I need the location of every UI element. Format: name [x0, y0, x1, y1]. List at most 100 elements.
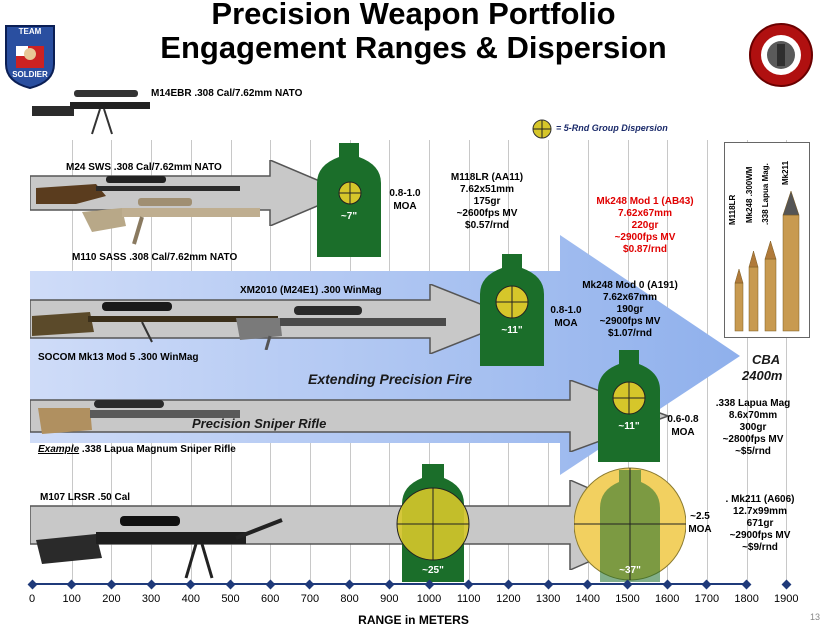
ammo-spec-line: $0.57/rnd: [465, 220, 509, 231]
target-m107-moa-unit: MOA: [688, 524, 712, 535]
axis-tick-marker: [781, 579, 792, 589]
axis-tick-label: 900: [380, 593, 399, 605]
target-xm2010-label: ~11": [501, 325, 523, 336]
ammo-spec-line: 220gr: [631, 220, 659, 231]
axis-tick-label: 1300: [535, 593, 561, 605]
ammo-spec-line: Mk248 Mod 0 (A191): [582, 280, 678, 291]
target-m24-moa-value: 0.8-1.0: [389, 188, 421, 199]
axis-tick-marker: [225, 579, 236, 589]
axis-tick-label: 600: [261, 593, 280, 605]
axis-tick-marker: [146, 579, 157, 589]
xm2010-rifle-image: [236, 306, 446, 350]
ammo-spec-line: M118LR (AA11): [450, 172, 524, 183]
ammo-spec-line: . Mk211 (A606): [725, 494, 795, 505]
axis-label: RANGE in METERS: [358, 613, 469, 627]
axis-tick-label: 1600: [654, 593, 680, 605]
cartridge-comparison: M118LR Mk248 .300WM .338 Lapua Mag. Mk21…: [724, 142, 810, 338]
axis-tick-marker: [503, 579, 514, 589]
m24-rifle-image: [36, 176, 240, 204]
ammo-spec-line: 190gr: [616, 304, 644, 315]
socom-label: SOCOM Mk13 Mod 5 .300 WinMag: [38, 352, 199, 363]
axis-tick-label: 1700: [694, 593, 720, 605]
ammo-spec-line: ~2900fps MV: [614, 232, 676, 243]
m110-label: M110 SASS .308 Cal/7.62mm NATO: [72, 252, 238, 263]
axis-tick-label: 1000: [416, 593, 442, 605]
target-m107-moa-value: ~2.5: [690, 511, 710, 522]
psr-arrow-label: Precision Sniper Rifle: [192, 416, 327, 431]
m14ebr-rifle-image: [32, 90, 150, 135]
ammo-spec-line: 175gr: [473, 196, 501, 207]
page-title: Precision Weapon Portfolio: [211, 0, 616, 31]
axis-tick-label: 700: [300, 593, 320, 605]
cba-label: CBA: [752, 352, 781, 367]
axis-tick-label: 300: [141, 593, 161, 605]
example-rest: .338 Lapua Magnum Sniper Rifle: [79, 444, 236, 455]
axis-tick-label: 200: [102, 593, 121, 605]
ammo-spec-line: $0.87/rnd: [623, 244, 667, 255]
axis-tick-marker: [106, 579, 117, 589]
ammo-spec-line: ~2900fps MV: [599, 316, 661, 327]
target-psr: [598, 350, 660, 462]
axis-tick-label: 400: [181, 593, 200, 605]
axis-tick-label: 800: [340, 593, 359, 605]
legend: = 5-Rnd Group Dispersion: [532, 119, 702, 139]
axis-tick-label: 1800: [734, 593, 759, 605]
cba-range-label: 2400m: [742, 368, 783, 383]
ammo-spec-line: Mk248 Mod 1 (AB43): [596, 196, 694, 207]
cartridge-label-m118lr: M118LR: [728, 194, 737, 225]
axis-tick-marker: [304, 579, 315, 589]
axis-tick-label: 1100: [456, 593, 481, 605]
axis-tick-label: 0: [28, 593, 36, 605]
m24-label: M24 SWS .308 Cal/7.62mm NATO: [66, 162, 222, 173]
cartridges-image: [734, 190, 800, 332]
axis-tick-marker: [741, 579, 752, 589]
target-m107-1000m-label: ~25": [422, 565, 444, 576]
cartridge-label-lapua: .338 Lapua Mag.: [761, 163, 770, 225]
ammo-spec-line: 12.7x99mm: [733, 506, 787, 517]
crosshair-icon: [532, 119, 552, 139]
axis-tick-marker: [543, 579, 554, 589]
ammo-spec-line: ~2600fps MV: [456, 208, 518, 219]
pm-soldier-weapons-logo: [748, 22, 814, 88]
left-logo-line1: TEAM: [18, 27, 42, 36]
target-m107-1500m-label: ~37": [619, 565, 641, 576]
axis-tick-label: 1200: [496, 593, 521, 605]
axis-tick-label: 1400: [575, 593, 601, 605]
axis-tick-marker: [265, 579, 276, 589]
page-number: 13: [810, 612, 821, 622]
target-xm2010-moa-value: 0.8-1.0: [550, 305, 582, 316]
page-subtitle: Engagement Ranges & Dispersion: [160, 30, 667, 65]
target-m24-label: ~7": [340, 211, 358, 222]
m110-rifle-image: [82, 198, 260, 245]
target-psr-moa-value: 0.6-0.8: [667, 414, 699, 425]
ammo-spec-line: 671gr: [746, 518, 774, 529]
axis-tick-label: 500: [221, 593, 240, 605]
cartridge-label-mk211: Mk211: [781, 160, 790, 185]
axis-tick-marker: [185, 579, 196, 589]
legend-text: = 5-Rnd Group Dispersion: [556, 123, 668, 133]
target-xm2010-moa-unit: MOA: [554, 318, 578, 329]
ammo-spec-line: .338 Lapua Mag: [715, 398, 791, 409]
xm2010-label: XM2010 (M24E1) .300 WinMag: [240, 285, 382, 296]
m107-label: M107 LRSR .50 Cal: [40, 492, 131, 503]
cartridge-label-mk248: Mk248 .300WM: [745, 166, 754, 223]
team-soldier-logo: TEAM SOLDIER: [2, 24, 58, 90]
big-arrow-label: Extending Precision Fire: [308, 371, 473, 387]
ammo-spec-line: 7.62x67mm: [603, 292, 657, 303]
ammo-spec-line: ~$9/rnd: [742, 542, 778, 553]
axis-tick-label: 1900: [774, 593, 799, 605]
axis-tick-marker: [27, 579, 37, 589]
example-label: Example .338 Lapua Magnum Sniper Rifle: [38, 444, 236, 455]
socom-rifle-image: [32, 302, 278, 343]
lapua-rifle-image: [38, 400, 240, 434]
ammo-spec-line: $1.07/rnd: [608, 328, 652, 339]
target-m107-1000m: [396, 464, 470, 582]
ammo-spec-line: ~$5/rnd: [735, 446, 771, 457]
axis-tick-marker: [66, 579, 77, 589]
m14ebr-label: M14EBR .308 Cal/7.62mm NATO: [151, 88, 303, 99]
target-m24-moa-unit: MOA: [393, 201, 417, 212]
target-psr-moa-unit: MOA: [671, 427, 695, 438]
